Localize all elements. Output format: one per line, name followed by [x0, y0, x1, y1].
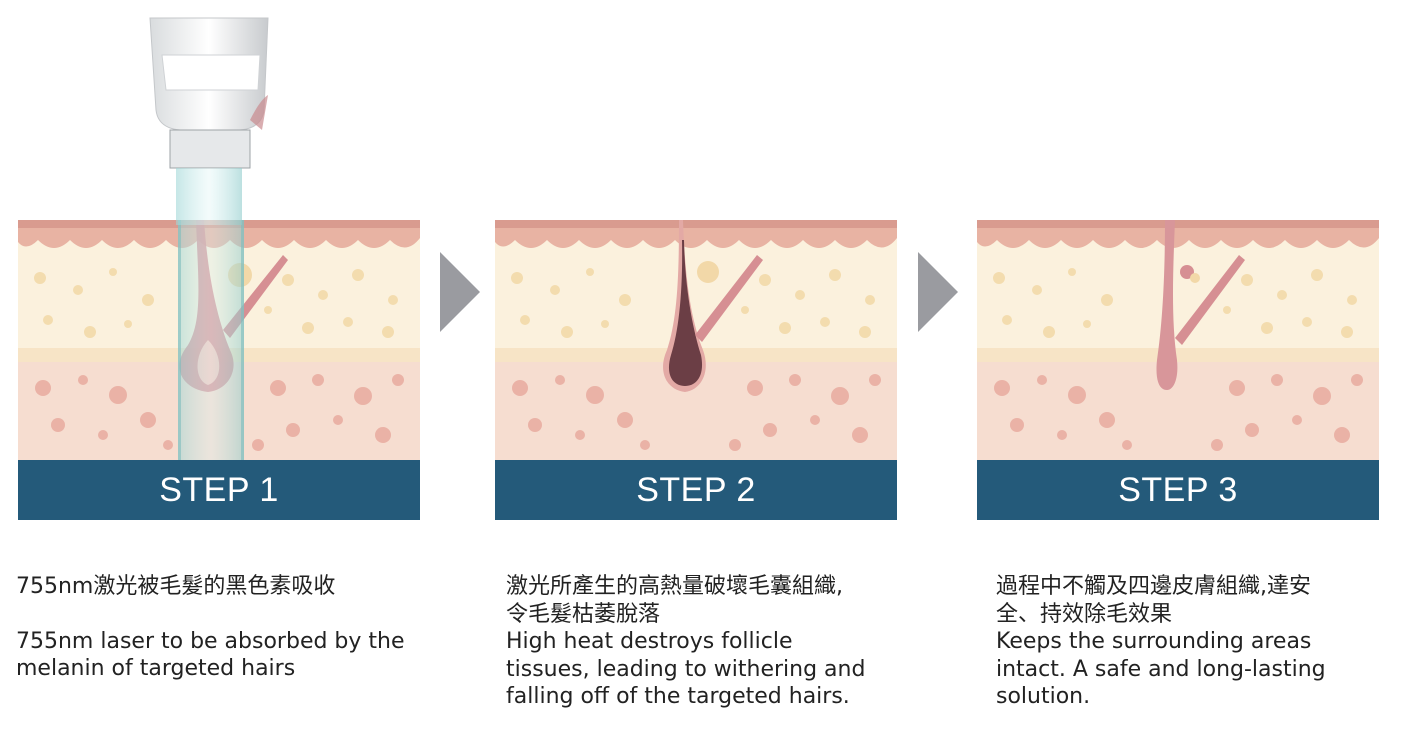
- step-2-panel: STEP 2: [495, 220, 897, 520]
- laser-handpiece-icon: [149, 17, 269, 225]
- skin-illustration-2: [495, 220, 897, 460]
- step-3-text-en-line-3: solution.: [996, 684, 1091, 709]
- step-2-text-zh-line-1: 激光所產生的高熱量破壞毛囊組織,: [506, 574, 843, 599]
- step-1-panel: STEP 1: [18, 220, 420, 520]
- step-3-text-en-line-2: intact. A safe and long-lasting: [996, 656, 1326, 682]
- step-3-text-en-line-1: Keeps the surrounding areas: [996, 629, 1312, 654]
- step-arrow-icon: [918, 252, 958, 332]
- step-3-text-zh-line-1: 過程中不觸及四邊皮膚組織,達安: [996, 574, 1311, 599]
- step-3-text-zh-line-2: 全、持效除毛效果: [996, 601, 1173, 627]
- skin-illustration-3: [977, 220, 1379, 460]
- step-2-description: 激光所產生的高熱量破壞毛囊組織, 令毛髮枯萎脫落 High heat destr…: [506, 573, 926, 711]
- step-1-text-zh: 755nm激光被毛髮的黑色素吸收: [16, 574, 336, 599]
- step-1-label: STEP 1: [18, 460, 420, 520]
- step-3-description: 過程中不觸及四邊皮膚組織,達安 全、持效除毛效果 Keeps the surro…: [996, 573, 1396, 711]
- step-1-description: 755nm激光被毛髮的黑色素吸收 755nm laser to be absor…: [16, 573, 456, 683]
- step-1-text-en-line-1: 755nm laser to be absorbed by the: [16, 628, 405, 654]
- step-3-label: STEP 3: [977, 460, 1379, 520]
- step-2-text-en-line-2: tissues, leading to withering and: [506, 656, 866, 682]
- step-2-label: STEP 2: [495, 460, 897, 520]
- skin-illustration-1: [18, 220, 420, 460]
- step-2-text-en-line-3: falling off of the targeted hairs.: [506, 684, 850, 709]
- step-arrow-icon: [440, 252, 480, 332]
- step-3-panel: STEP 3: [977, 220, 1379, 520]
- step-2-text-en-line-1: High heat destroys follicle: [506, 629, 793, 654]
- step-1-text-en-line-2: melanin of targeted hairs: [16, 656, 296, 681]
- step-2-text-zh-line-2: 令毛髮枯萎脫落: [506, 601, 661, 627]
